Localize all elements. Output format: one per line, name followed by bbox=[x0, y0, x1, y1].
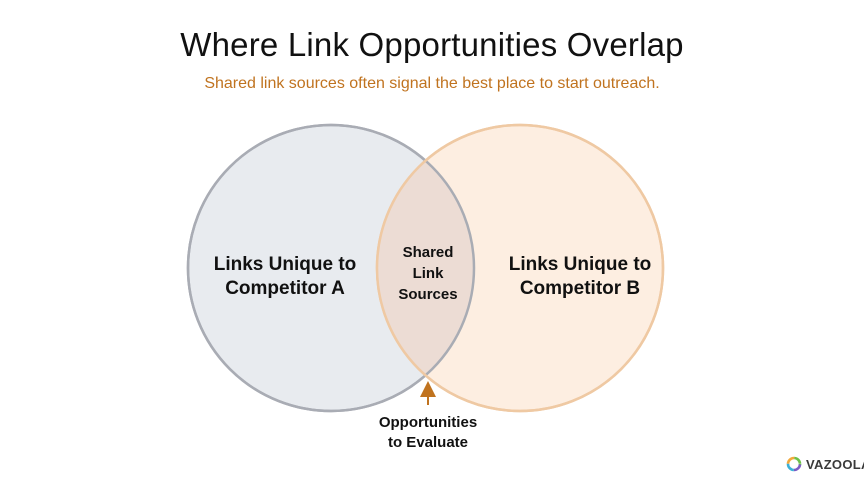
overlap-label-line1: Shared bbox=[403, 244, 454, 261]
callout-line2: to Evaluate bbox=[388, 434, 468, 451]
overlap-label-line3: Sources bbox=[398, 286, 457, 303]
overlap-region bbox=[377, 125, 474, 411]
competitor-b-label-line2: Competitor B bbox=[520, 278, 640, 299]
brand-name: VAZOOLA bbox=[806, 456, 864, 472]
diagram-subtitle: Shared link sources often signal the bes… bbox=[204, 75, 660, 92]
vazoola-logo-icon bbox=[786, 456, 802, 472]
diagram-title: Where Link Opportunities Overlap bbox=[180, 26, 684, 63]
competitor-b-label-line1: Links Unique to bbox=[509, 254, 652, 275]
competitor-a-label-line1: Links Unique to bbox=[214, 254, 357, 275]
circle-competitor-b-outline bbox=[375, 123, 665, 413]
overlap-label-line2: Link bbox=[413, 265, 444, 282]
competitor-a-label-line2: Competitor A bbox=[225, 278, 345, 299]
circle-competitor-a-outline bbox=[186, 123, 476, 413]
callout-line1: Opportunities bbox=[379, 414, 477, 431]
brand-logo: VAZOOLA bbox=[786, 456, 864, 472]
